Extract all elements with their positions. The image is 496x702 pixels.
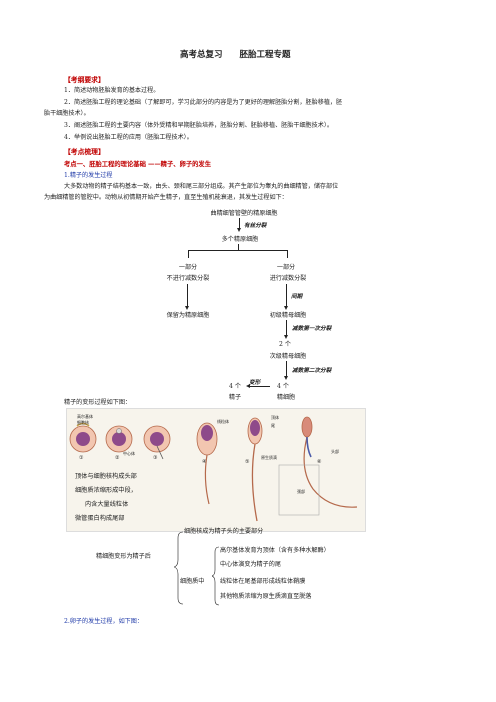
- figure-num-1: ①: [79, 455, 84, 461]
- flow-primary: 初级精母细胞: [269, 312, 307, 319]
- outline-item-1: 1．简述动物胚胎发育的基本过程。: [64, 87, 160, 94]
- figure-num-3: ③: [153, 455, 158, 461]
- label-protoplasm: 原生质滴: [261, 455, 277, 460]
- outline-item-3: 3．阐述胚胎工程的主要内容（体外受精和早期胚胎培养，胚胎分割、胚胎移植、胚胎干细…: [64, 122, 333, 129]
- flow-meiosis2: 减数第二次分裂: [292, 368, 332, 374]
- label-golgi: 高尔基体: [77, 414, 93, 419]
- flow-meiosis1: 减数第一次分裂: [292, 326, 332, 332]
- brace-outer: [174, 531, 184, 605]
- summary-root: 精细胞变形为精子后: [96, 553, 151, 560]
- cell-1: [69, 422, 97, 453]
- flow-mitosis: 有丝分裂: [244, 223, 267, 229]
- cell-6: [301, 416, 358, 508]
- brace-inner: [212, 546, 220, 606]
- figure-num-4: ④: [202, 459, 207, 465]
- subsection-1: 1.精子的发生过程: [64, 172, 113, 179]
- figure-svg: [69, 416, 358, 527]
- para-1-line-1: 大多数动物的精子结构基本一致，由头、颈和尾三部分组成。其产生部位为睾丸的曲细精管…: [64, 183, 339, 190]
- outline-item-4: 4．举例说出胚胎工程的应用（胚胎工程技术）。: [64, 134, 193, 141]
- outline-heading: 【考纲要求】: [64, 76, 105, 84]
- flow-keep: 保留为精原细胞: [166, 312, 210, 319]
- summary-item-2: 中心体演变为精子的尾: [220, 561, 281, 568]
- cell-3: [143, 425, 171, 460]
- figure-note-4: 微管蛋白构成尾部: [75, 515, 125, 522]
- label-tail: 尾: [271, 423, 275, 428]
- outline-item-2: 2．简述胚胎工程的理论基础（了解即可，学习此部分的内容是为了更好的理解胚胎分割，…: [64, 99, 343, 106]
- flow-sperm: 精子: [228, 394, 242, 401]
- points-heading: 【考点梳理】: [64, 148, 105, 156]
- figure-note-1: 顶体与细胞核构成头部: [75, 473, 137, 480]
- flow-left-b: 不进行减数分裂: [166, 275, 210, 282]
- para-1-line-2: 为曲细精管的管腔中。动物从初情期开始产生精子，直至生殖机能衰退，其发生过程如下：: [44, 194, 288, 201]
- label-nucleus: 细胞核: [77, 420, 89, 425]
- flow-secondary: 次级精母细胞: [269, 353, 307, 360]
- flow-right-a: 一部分: [276, 264, 296, 271]
- flow-two: 2 个: [279, 341, 291, 348]
- transform-caption: 精子的变形过程如下图：: [64, 399, 132, 406]
- sperm-transformation-figure: 高尔基体 细胞核 中心体 线粒体 顶体 尾 原生质滴 颈部 头部 ① ② ③ ④…: [66, 408, 366, 532]
- flow-many: 多个精原细胞: [221, 236, 259, 243]
- flow-top: 曲精细管管壁的精原细胞: [210, 210, 278, 217]
- figure-note-2: 细胞质浓缩形成中段，: [75, 487, 137, 494]
- label-centriole: 中心体: [123, 451, 135, 456]
- flow-four-a: 4 个: [229, 383, 241, 390]
- figure-num-2: ②: [115, 455, 120, 461]
- summary-item-3: 线粒体在尾基部形成线粒体鞘膜: [220, 578, 306, 585]
- flow-transform: 变形: [249, 380, 261, 386]
- figure-num-5: ⑤: [245, 459, 250, 465]
- label-neck: 颈部: [297, 489, 305, 494]
- summary-item-1: 高尔基体发育为顶体（含有多种水解酶）: [220, 547, 330, 554]
- page-title: 高考总复习 胚胎工程专题: [180, 50, 291, 60]
- flow-spermatid: 精细胞: [276, 394, 296, 401]
- figure-num-6: ⑥: [317, 459, 322, 465]
- flow-interphase: 间期: [291, 294, 303, 300]
- flow-four-b: 4 个: [277, 383, 289, 390]
- cell-4: [196, 422, 218, 505]
- summary-cytoplasm: 细胞质中: [180, 578, 205, 585]
- label-mito: 线粒体: [217, 419, 229, 424]
- flow-left-a: 一部分: [178, 264, 198, 271]
- summary-item-4: 其他物质浓缩为原生质滴直至脱落: [220, 593, 312, 600]
- subsection-2: 2.卵子的发生过程，如下图：: [64, 618, 143, 625]
- cell-5: [247, 417, 263, 522]
- summary-nucleus-line: 细胞核成为精子头的主要部分: [184, 528, 264, 535]
- flow-right-b: 进行减数分裂: [269, 275, 307, 282]
- point-1-heading: 考点一、胚胎工程的理论基础 ——精子、卵子的发生: [64, 161, 212, 168]
- cell-2: [105, 425, 133, 453]
- label-head: 头部: [331, 449, 339, 454]
- outline-item-2-cont: 胎干细胞技术）。: [44, 110, 90, 117]
- figure-note-3: 内含大量线粒体: [85, 501, 129, 508]
- label-acrosome: 顶体: [271, 415, 279, 420]
